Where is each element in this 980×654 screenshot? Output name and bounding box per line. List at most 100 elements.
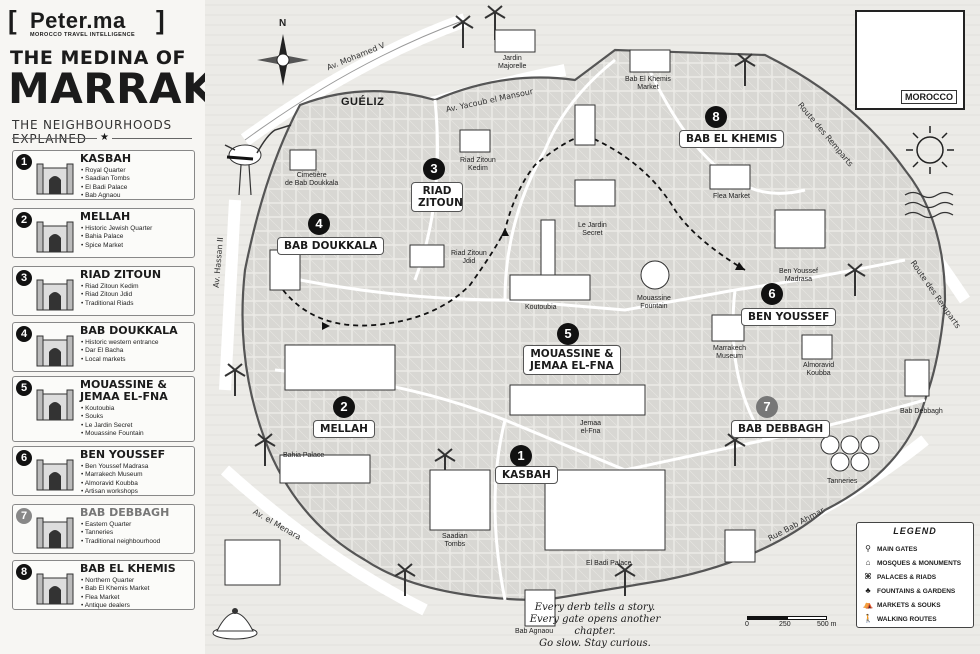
place-bahia-palace[interactable]: Bahia Palace: [283, 452, 325, 459]
map-label-kasbah[interactable]: KASBAH: [495, 466, 558, 484]
card-title-line2: JEMAA EL-FNA: [80, 390, 168, 403]
map-marker-5[interactable]: 5: [557, 323, 579, 345]
map-label-riad-zitoun-line2: ZITOUN: [418, 197, 463, 209]
neighbourhood-card-2[interactable]: 2MELLAHHistoric Jewish QuarterBahia Pala…: [12, 208, 195, 258]
card-number: 1: [16, 154, 32, 170]
map-marker-7[interactable]: 7: [756, 396, 778, 418]
card-title-line1: MOUASSINE &: [80, 378, 167, 391]
card-item: Antique dealers: [81, 602, 149, 610]
place-el-badi-palace[interactable]: El Badi Palace: [586, 560, 632, 567]
card-item: Koutoubia: [81, 405, 144, 413]
legend-item: ♣FOUNTAINS & GARDENS: [863, 585, 955, 597]
title-line-1: THE MEDINA OF: [10, 47, 187, 69]
map-marker-4[interactable]: 4: [308, 213, 330, 235]
bab-ahmar-gate: [724, 529, 756, 563]
legend-item-label: WALKING ROUTES: [877, 616, 937, 623]
card-number: 2: [16, 212, 32, 228]
palm-trees: [224, 5, 866, 596]
map-label-bab-el-khemis[interactable]: BAB EL KHEMIS: [679, 130, 785, 148]
scale-bar: 0 250 500 m: [745, 612, 837, 636]
card-items: Northern QuarterBab El Khemis MarketFlea…: [81, 577, 150, 611]
badi-palace-building: [544, 469, 666, 551]
card-item: Bahia Palace: [81, 233, 152, 241]
saadian-building: [429, 469, 491, 531]
brand-name: Peter.ma: [30, 8, 126, 33]
brand-logo[interactable]: [ Peter.ma ] MOROCCO TRAVEL INTELLIGENCE: [8, 6, 168, 40]
card-item: El Badi Palace: [81, 184, 130, 192]
map-marker-2[interactable]: 2: [333, 396, 355, 418]
menara-buildings: [224, 539, 281, 586]
map-label-mellah[interactable]: MELLAH: [313, 420, 375, 438]
place-bab-debbagh[interactable]: Bab Debbagh: [900, 408, 943, 415]
map-label-ben-youssef[interactable]: BEN YOUSSEF: [741, 308, 837, 326]
khemis-gate-icon: [36, 573, 74, 605]
compass-north-label: N: [279, 18, 287, 29]
card-item: Ben Youssef Madrasa: [81, 463, 148, 471]
map-marker-3[interactable]: 3: [423, 158, 445, 180]
brand-bracket-close: ]: [156, 5, 165, 35]
walker-icon: 🚶: [863, 614, 873, 623]
map-label-mouassine-line2: JEMAA EL-FNA: [530, 360, 614, 372]
legend-item: ⌘PALACES & RIADS: [863, 571, 936, 583]
fountain-icon: ♣: [865, 586, 871, 595]
bahia-palace-building: [284, 344, 396, 391]
bab-agnaou-gate: [524, 589, 556, 627]
medina-map[interactable]: N Av. Mohamed V Av. Yacoub el Mansour Av…: [205, 0, 980, 654]
place-tanneries[interactable]: Tanneries: [827, 478, 858, 485]
card-number: 3: [16, 270, 32, 286]
map-label-mouassine-jemaa[interactable]: MOUASSINE & JEMAA EL-FNA: [523, 345, 621, 375]
place-bab-agnaou[interactable]: Bab Agnaou: [515, 628, 554, 635]
map-label-bab-doukkala[interactable]: BAB DOUKKALA: [277, 237, 385, 255]
road-menara: [220, 465, 428, 616]
pin-icon: ⚲: [865, 544, 871, 553]
card-number: 5: [16, 380, 32, 396]
place-flea-market[interactable]: Flea Market: [713, 193, 750, 200]
market-icon: ⛺: [863, 600, 873, 609]
legend-item: ⚲MAIN GATES: [863, 543, 917, 555]
kasbah-gate-icon: [36, 163, 74, 195]
landmark-buildings: [224, 29, 930, 627]
legend-item: ⛺ MARKETS & SOUKS: [863, 599, 941, 611]
legend-title: LEGEND: [893, 526, 937, 536]
card-title-line1: BAB DEBBAGH: [80, 506, 170, 519]
place-koutoubia[interactable]: Koutoubia: [525, 304, 557, 311]
card-item: Traditional neighbourhood: [81, 538, 160, 546]
card-number: 7: [16, 508, 32, 524]
card-items: Ben Youssef MadrasaMarrakech MuseumAlmor…: [81, 463, 149, 497]
flea-market-building: [709, 164, 751, 190]
card-item: Riad Zitoun Kedim: [81, 283, 138, 291]
map-label-riad-zitoun[interactable]: RIAD ZITOUN: [411, 182, 463, 212]
card-item: Northern Quarter: [81, 577, 149, 585]
road-hassan: [219, 199, 241, 391]
map-label-bab-debbagh[interactable]: BAB DEBBAGH: [731, 420, 831, 438]
map-marker-1[interactable]: 1: [510, 445, 532, 467]
zitoun-jdid-building: [409, 244, 445, 268]
mellah-buildings: [279, 454, 371, 484]
card-title: BAB DEBBAGH: [80, 507, 169, 519]
map-marker-6[interactable]: 6: [761, 283, 783, 305]
legend-item-label: MARKETS & SOUKS: [877, 602, 941, 609]
bab-doukkala-gate: [269, 249, 301, 291]
card-title-line1: BAB DOUKKALA: [80, 324, 178, 337]
map-marker-8[interactable]: 8: [705, 106, 727, 128]
